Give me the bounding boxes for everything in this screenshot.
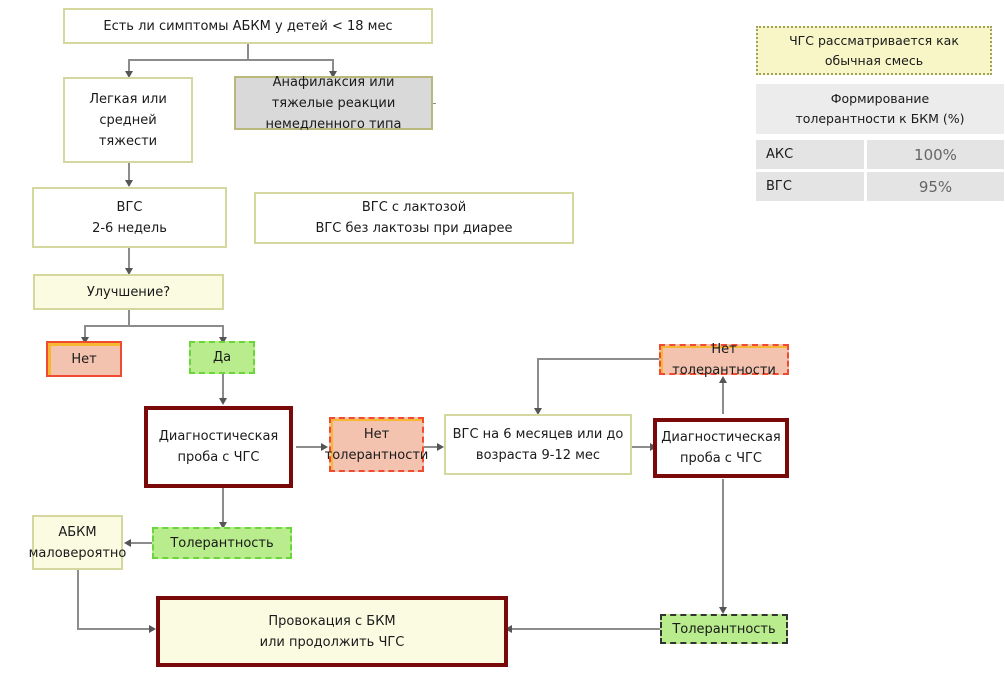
node-mild-moderate: Легкая или средней тяжести bbox=[63, 77, 193, 163]
node-provocation: Провокация с БКМ или продолжить ЧГС bbox=[156, 596, 508, 667]
node-diagnostic-trial-2: Диагностическая проба с ЧГС bbox=[653, 418, 789, 478]
arrow-left-icon bbox=[505, 625, 512, 633]
node-text: маловероятно bbox=[28, 545, 127, 561]
table-cell-label: ВГС bbox=[756, 172, 864, 201]
table-row: ВГС 95% bbox=[756, 172, 1004, 201]
arrow-down-icon bbox=[219, 337, 227, 344]
arrow-down-icon bbox=[219, 398, 227, 405]
node-text: Нет bbox=[363, 426, 390, 442]
node-text: Анафилаксия или bbox=[272, 74, 395, 90]
node-text: Нет bbox=[71, 351, 97, 367]
connector bbox=[84, 325, 224, 327]
connector bbox=[128, 309, 130, 326]
node-text: возраста 9-12 мес bbox=[475, 447, 601, 463]
connector bbox=[432, 103, 436, 104]
tolerance-table-header: Формирование толерантности к БКМ (%) bbox=[756, 84, 1004, 134]
connector bbox=[128, 59, 334, 61]
arrow-down-icon bbox=[534, 408, 542, 415]
node-vgs-6-months: ВГС на 6 месяцев или до возраста 9-12 ме… bbox=[444, 414, 632, 475]
node-text: ВГС без лактозы при диарее bbox=[315, 221, 513, 236]
node-text: Нет толерантности bbox=[672, 341, 776, 378]
node-tolerance-2: Толерантность bbox=[660, 614, 788, 644]
node-text: толерантности bbox=[324, 447, 429, 463]
connector bbox=[722, 479, 724, 609]
node-anaphylaxis: Анафилаксия или тяжелые реакции немедлен… bbox=[234, 75, 433, 132]
node-text: Есть ли симптомы АБКМ у детей < 18 мес bbox=[103, 18, 393, 34]
arrow-right-icon bbox=[437, 443, 444, 451]
connector bbox=[247, 43, 249, 60]
arrow-down-icon bbox=[125, 71, 133, 78]
arrow-down-icon bbox=[81, 337, 89, 344]
connector bbox=[222, 488, 224, 524]
node-vgs-duration: ВГС 2-6 недель bbox=[32, 187, 227, 248]
table-cell-label: АКС bbox=[756, 140, 864, 169]
side-note-text: обычная смесь bbox=[824, 52, 924, 68]
node-abkm-unlikely: АБКМ маловероятно bbox=[29, 515, 126, 570]
arrow-left-icon bbox=[124, 539, 131, 547]
node-vgs-lactose-note: ВГС с лактозой ВГС без лактозы при диаре… bbox=[254, 192, 574, 244]
connector bbox=[84, 325, 86, 338]
connector bbox=[296, 446, 324, 448]
arrow-down-icon bbox=[329, 71, 337, 78]
connector bbox=[537, 358, 659, 360]
connector bbox=[128, 247, 130, 269]
node-no-tolerance-1: Нет толерантности bbox=[325, 417, 428, 472]
table-header-text: Формирование bbox=[830, 91, 930, 106]
connector bbox=[222, 374, 224, 399]
table-row: АКС 100% bbox=[756, 140, 1004, 169]
node-text: средней bbox=[99, 112, 157, 128]
node-no: Нет bbox=[46, 341, 122, 377]
side-note: ЧГС рассматривается как обычная смесь bbox=[756, 26, 992, 75]
side-note-text: ЧГС рассматривается как bbox=[789, 32, 959, 48]
node-text: немедленного типа bbox=[265, 116, 402, 132]
node-text: или продолжить ЧГС bbox=[259, 634, 405, 650]
connector bbox=[332, 59, 334, 73]
arrow-down-icon bbox=[125, 268, 133, 275]
node-text: ВГС на 6 месяцев или до bbox=[452, 426, 624, 442]
node-yes: Да bbox=[189, 341, 255, 374]
node-text: Диагностическая bbox=[661, 430, 781, 445]
node-text: Да bbox=[212, 350, 232, 365]
node-symptoms-question: Есть ли симптомы АБКМ у детей < 18 мес bbox=[63, 8, 433, 44]
node-text: Толерантность bbox=[170, 535, 274, 551]
node-tolerance-1: Толерантность bbox=[152, 527, 292, 559]
node-no-tolerance-2: Нет толерантности bbox=[659, 342, 789, 378]
node-text: 2-6 недель bbox=[92, 220, 167, 236]
arrow-down-icon bbox=[219, 522, 227, 529]
connector bbox=[222, 325, 224, 338]
node-text: Толерантность bbox=[672, 621, 776, 637]
connector bbox=[128, 162, 130, 181]
connector bbox=[424, 446, 438, 448]
node-text: Улучшение? bbox=[86, 284, 171, 300]
connector bbox=[77, 569, 79, 629]
arrow-right-icon bbox=[321, 443, 328, 451]
connector bbox=[128, 59, 130, 73]
node-text: ВГС с лактозой bbox=[361, 200, 467, 215]
node-text: ВГС bbox=[116, 199, 143, 215]
connector bbox=[508, 628, 660, 630]
node-improvement-question: Улучшение? bbox=[33, 274, 224, 310]
node-text: АБКМ bbox=[58, 524, 97, 540]
arrow-up-icon bbox=[719, 376, 727, 383]
node-text: проба с ЧГС bbox=[177, 450, 260, 465]
node-diagnostic-trial-1: Диагностическая проба с ЧГС bbox=[144, 406, 293, 488]
connector bbox=[130, 542, 152, 544]
table-header-text: толерантности к БКМ (%) bbox=[795, 111, 965, 126]
node-text: Диагностическая bbox=[158, 429, 279, 444]
node-text: тяжелые реакции bbox=[271, 95, 396, 111]
table-cell-value: 100% bbox=[867, 140, 1004, 169]
node-text: тяжести bbox=[98, 133, 158, 149]
connector bbox=[632, 446, 652, 448]
connector bbox=[77, 628, 151, 630]
node-text: Провокация с БКМ bbox=[268, 613, 396, 629]
node-text: проба с ЧГС bbox=[679, 451, 763, 466]
arrow-down-icon bbox=[719, 607, 727, 614]
node-text: Легкая или bbox=[89, 91, 167, 107]
connector bbox=[722, 382, 724, 414]
arrow-down-icon bbox=[125, 180, 133, 187]
arrow-right-icon bbox=[149, 625, 156, 633]
connector bbox=[537, 358, 539, 409]
table-cell-value: 95% bbox=[867, 172, 1004, 201]
